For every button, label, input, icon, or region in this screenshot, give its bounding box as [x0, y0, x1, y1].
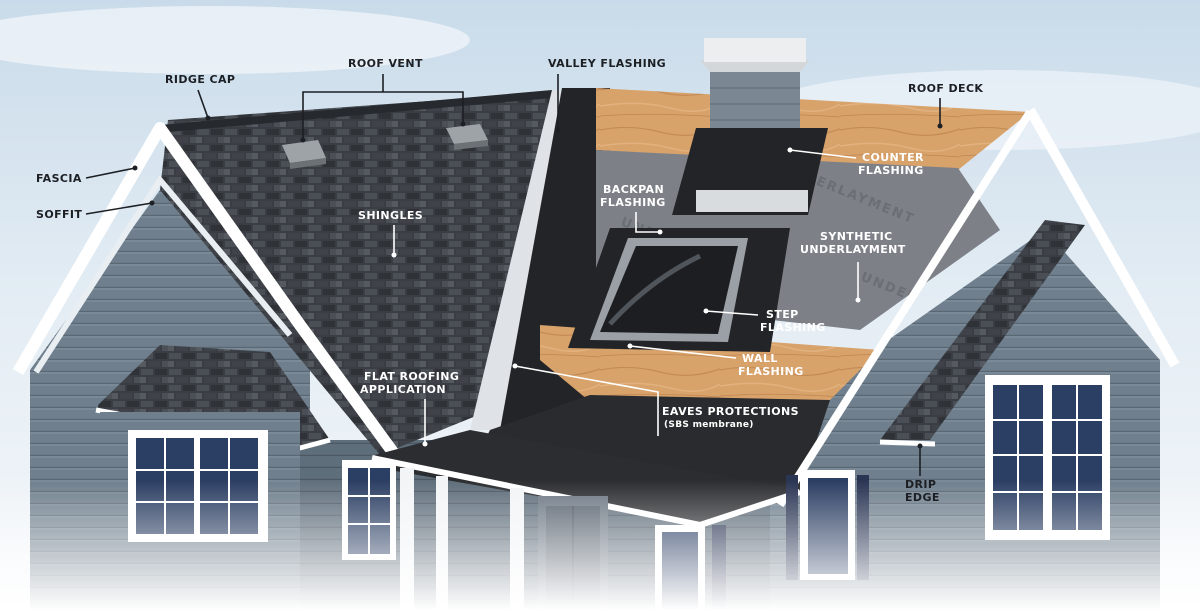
drip-edge-trim [879, 439, 936, 447]
callout-shingles: SHINGLES [358, 209, 423, 258]
callout-backpan-flashing: BACKPAN FLASHING [600, 183, 666, 235]
ridge-cap-strip [160, 90, 552, 132]
label-shingles: SHINGLES [358, 209, 423, 222]
label-soffit: SOFFIT [36, 208, 82, 221]
callout-roof-vent: ROOF VENT [300, 57, 466, 143]
label-roof-deck: ROOF DECK [908, 82, 983, 95]
label-backpan-flashing-line2: FLASHING [600, 196, 666, 209]
callout-eaves-protections: EAVES PROTECTIONS (SBS membrane) [512, 363, 799, 436]
label-counter-flashing-line2: FLASHING [858, 164, 924, 177]
callout-step-flashing: STEP FLASHING [703, 308, 826, 334]
label-step-flashing-line2: FLASHING [760, 321, 826, 334]
shingle-roof [160, 92, 552, 455]
callout-valley-flashing: VALLEY FLASHING [548, 57, 666, 133]
side-shingles [880, 220, 1085, 440]
callout-soffit: SOFFIT [36, 200, 155, 221]
roof-vent-left [282, 140, 326, 169]
callout-drip-edge: DRIP EDGE [905, 443, 940, 504]
callout-roof-deck: ROOF DECK [908, 82, 983, 129]
callout-wall-flashing: WALL FLASHING [627, 343, 804, 378]
label-wall-flashing-line1: WALL [742, 352, 778, 365]
label-roof-vent: ROOF VENT [348, 57, 423, 70]
label-drip-edge-line1: DRIP [905, 478, 936, 491]
callout-synthetic-underlayment: SYNTHETIC UNDERLAYMENT [800, 230, 906, 303]
fascia-trim [12, 122, 400, 459]
roof-vent-right [446, 124, 488, 150]
label-drip-edge-line2: EDGE [905, 491, 940, 504]
label-valley-flashing: VALLEY FLASHING [548, 57, 666, 70]
label-fascia: FASCIA [36, 172, 82, 185]
label-wall-flashing-line2: FLASHING [738, 365, 804, 378]
label-backpan-flashing-line1: BACKPAN [603, 183, 664, 196]
label-step-flashing-line1: STEP [766, 308, 799, 321]
chimney [672, 38, 828, 215]
right-fascia [776, 109, 1034, 508]
label-flat-roofing-line1: FLAT ROOFING [364, 370, 459, 383]
callout-ridge-cap: RIDGE CAP [165, 73, 235, 121]
label-ridge-cap: RIDGE CAP [165, 73, 235, 86]
callout-fascia: FASCIA [36, 165, 138, 185]
label-synthetic-underlayment-line2: UNDERLAYMENT [800, 243, 906, 256]
label-eaves-protections: EAVES PROTECTIONS [662, 405, 799, 418]
label-eaves-protections-sub: (SBS membrane) [664, 420, 754, 430]
ground-fade [0, 480, 1200, 610]
callout-counter-flashing: COUNTER FLASHING [787, 147, 924, 177]
soffit-trim [33, 174, 293, 374]
label-flat-roofing-line2: APPLICATION [360, 383, 446, 396]
callout-flat-roofing-application: FLAT ROOFING APPLICATION [360, 370, 459, 447]
label-counter-flashing-line1: COUNTER [862, 151, 924, 164]
label-synthetic-underlayment-line1: SYNTHETIC [820, 230, 893, 243]
skylight [568, 228, 790, 352]
